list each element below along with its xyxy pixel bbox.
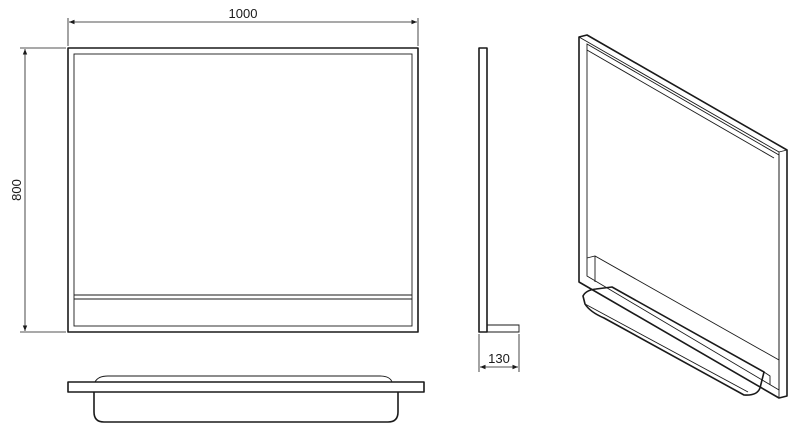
width-dimension: 1000 — [67, 6, 419, 46]
front-inner-frame — [73, 53, 413, 327]
height-dimension: 800 — [9, 47, 66, 333]
iso-shelf-back — [586, 255, 780, 361]
front-view — [67, 47, 419, 333]
top-view — [67, 375, 425, 423]
iso-shelf-right — [763, 371, 771, 385]
side-view-frame — [478, 47, 488, 333]
iso-frame-outer — [578, 34, 788, 399]
side-view-shelf — [487, 324, 520, 333]
front-outer-frame — [67, 47, 419, 333]
side-view — [478, 47, 520, 333]
top-view-shelf — [93, 392, 399, 423]
iso-frame-right-edge — [778, 149, 788, 153]
depth-dimension: 130 — [478, 334, 520, 372]
iso-frame-edge — [578, 36, 780, 398]
height-label: 800 — [9, 179, 24, 201]
iso-shelf-lip — [584, 303, 749, 393]
iso-shelf — [582, 286, 765, 396]
width-label: 1000 — [229, 6, 258, 21]
top-view-frame — [67, 381, 425, 393]
isometric-view — [578, 34, 788, 399]
top-view-shelf-back — [94, 375, 393, 383]
depth-label: 130 — [488, 351, 510, 366]
iso-mirror-line — [586, 49, 775, 159]
iso-frame-inner — [586, 43, 780, 391]
